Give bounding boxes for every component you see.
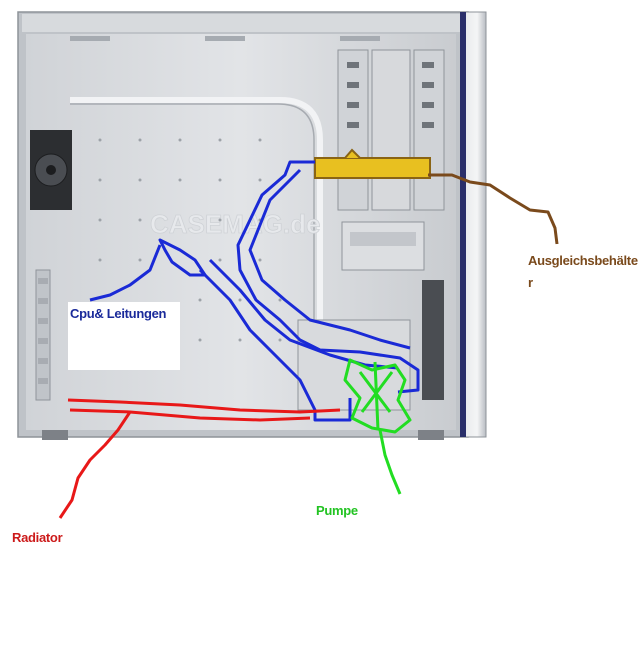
- radiator-tubes: [58, 398, 341, 519]
- cpu-tubes: [89, 160, 420, 422]
- label-pumpe: Pumpe: [316, 503, 358, 518]
- rear-fan: [30, 130, 72, 210]
- case-foot-right: [418, 430, 444, 440]
- front-door: [463, 11, 487, 438]
- mounting-holes: [98, 138, 282, 342]
- cpu-label-box: [68, 302, 180, 370]
- pump: [343, 358, 412, 495]
- expansion-slots: [35, 269, 51, 401]
- case-foot-left: [42, 430, 68, 440]
- label-cpu-leitungen: Cpu& Leitungen: [70, 306, 167, 321]
- watermark-text: CASEMAG.de: [150, 209, 320, 239]
- label-ausgleichsbehaelter: Ausgleichsbehälter: [528, 253, 638, 290]
- reservoir: [314, 148, 431, 179]
- psu-vent: [422, 280, 444, 400]
- label-radiator: Radiator: [12, 530, 63, 545]
- reservoir-tube: [428, 173, 559, 245]
- drive-bays: [337, 49, 445, 271]
